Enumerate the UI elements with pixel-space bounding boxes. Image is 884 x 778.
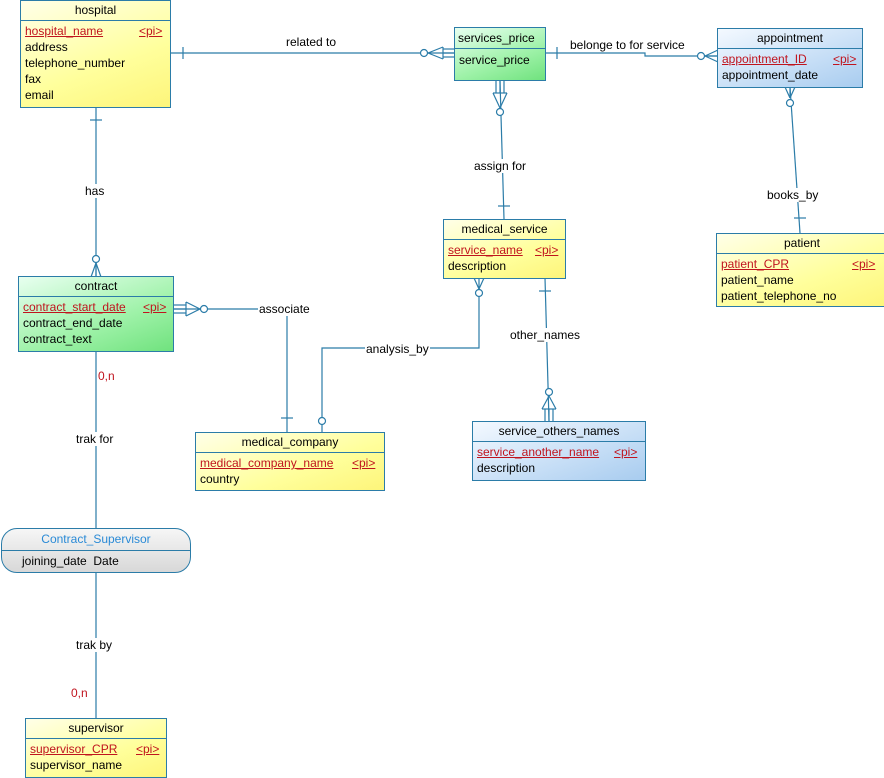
- attribute: description: [477, 461, 536, 475]
- pi-tag: <pi>: [136, 742, 160, 756]
- entity-title: services_price: [455, 28, 545, 49]
- cardinality-supervisor: 0,n: [71, 686, 88, 700]
- entity-supervisor[interactable]: supervisor supervisor_CPR <pi> supervisor…: [25, 718, 167, 778]
- entity-medical-service[interactable]: medical_service service_name <pi> descrip…: [443, 219, 566, 279]
- attribute: description: [448, 259, 507, 273]
- label-other-names: other_names: [509, 328, 582, 342]
- label-trak-for: trak for: [75, 432, 115, 446]
- entity-service-others-names[interactable]: service_others_names service_another_nam…: [472, 421, 646, 481]
- primary-key: service_name: [448, 243, 523, 257]
- attribute: contract_end_date: [23, 316, 123, 330]
- label-trak-by: trak by: [75, 638, 114, 652]
- entity-title: medical_company: [196, 433, 384, 453]
- cardinality-contract: 0,n: [98, 369, 115, 383]
- attribute: country: [200, 472, 240, 486]
- entity-title: patient: [717, 234, 884, 254]
- attribute: fax: [25, 72, 42, 86]
- pi-tag: <pi>: [143, 300, 167, 314]
- association-contract-supervisor[interactable]: Contract_Supervisor joining_date Date: [1, 528, 191, 573]
- label-related-to: related to: [285, 35, 338, 49]
- primary-key: service_another_name: [477, 445, 600, 459]
- link-belonge-to: [545, 52, 718, 57]
- attribute: email: [25, 88, 54, 102]
- attribute: supervisor_name: [30, 758, 123, 772]
- pi-tag: <pi>: [852, 257, 876, 271]
- attribute: contract_text: [23, 332, 92, 346]
- label-associate: associate: [258, 302, 311, 316]
- entity-contract[interactable]: contract contract_start_date <pi> contrac…: [18, 276, 174, 352]
- pi-tag: <pi>: [139, 24, 163, 38]
- entity-appointment[interactable]: appointment appointment_ID <pi> appointme…: [717, 28, 863, 88]
- link-books-by: [789, 86, 801, 234]
- primary-key: supervisor_CPR: [30, 742, 118, 756]
- pi-tag: <pi>: [352, 456, 376, 470]
- attribute: appointment_date: [722, 68, 819, 82]
- attribute: address: [25, 40, 68, 54]
- primary-key: appointment_ID: [722, 52, 807, 66]
- entity-title: medical_service: [444, 220, 565, 240]
- attribute: patient_telephone_no: [721, 289, 837, 303]
- label-belonge-to: belonge to for service: [569, 38, 686, 52]
- association-title: Contract_Supervisor: [2, 529, 190, 551]
- label-assign-for: assign for: [473, 159, 528, 173]
- pi-tag: <pi>: [614, 445, 638, 459]
- pi-tag: <pi>: [833, 52, 857, 66]
- primary-key: patient_CPR: [721, 257, 790, 271]
- entity-medical-company[interactable]: medical_company medical_company_name <pi>…: [195, 432, 385, 491]
- entity-title: contract: [19, 277, 173, 297]
- attribute: service_price: [459, 53, 530, 67]
- entity-title: service_others_names: [473, 422, 645, 442]
- entity-title: supervisor: [26, 719, 166, 739]
- link-assign-for: [499, 80, 505, 220]
- entity-patient[interactable]: patient patient_CPR <pi> patient_name pat…: [716, 233, 884, 307]
- entity-services-price[interactable]: services_price service_price: [454, 27, 546, 81]
- entity-title: hospital: [21, 1, 170, 21]
- label-has: has: [84, 184, 106, 198]
- entity-hospital[interactable]: hospital hospital_name <pi> address telep…: [20, 0, 171, 108]
- primary-key: medical_company_name: [200, 456, 334, 470]
- label-analysis-by: analysis_by: [365, 342, 430, 356]
- entity-title: appointment: [718, 29, 862, 49]
- primary-key: hospital_name: [25, 24, 104, 38]
- pi-tag: <pi>: [535, 243, 559, 257]
- association-attribute: joining_date Date: [22, 554, 119, 568]
- attribute: telephone_number: [25, 56, 126, 70]
- label-books-by: books_by: [766, 188, 820, 202]
- link-associate: [174, 308, 288, 432]
- attribute: patient_name: [721, 273, 794, 287]
- primary-key: contract_start_date: [23, 300, 126, 314]
